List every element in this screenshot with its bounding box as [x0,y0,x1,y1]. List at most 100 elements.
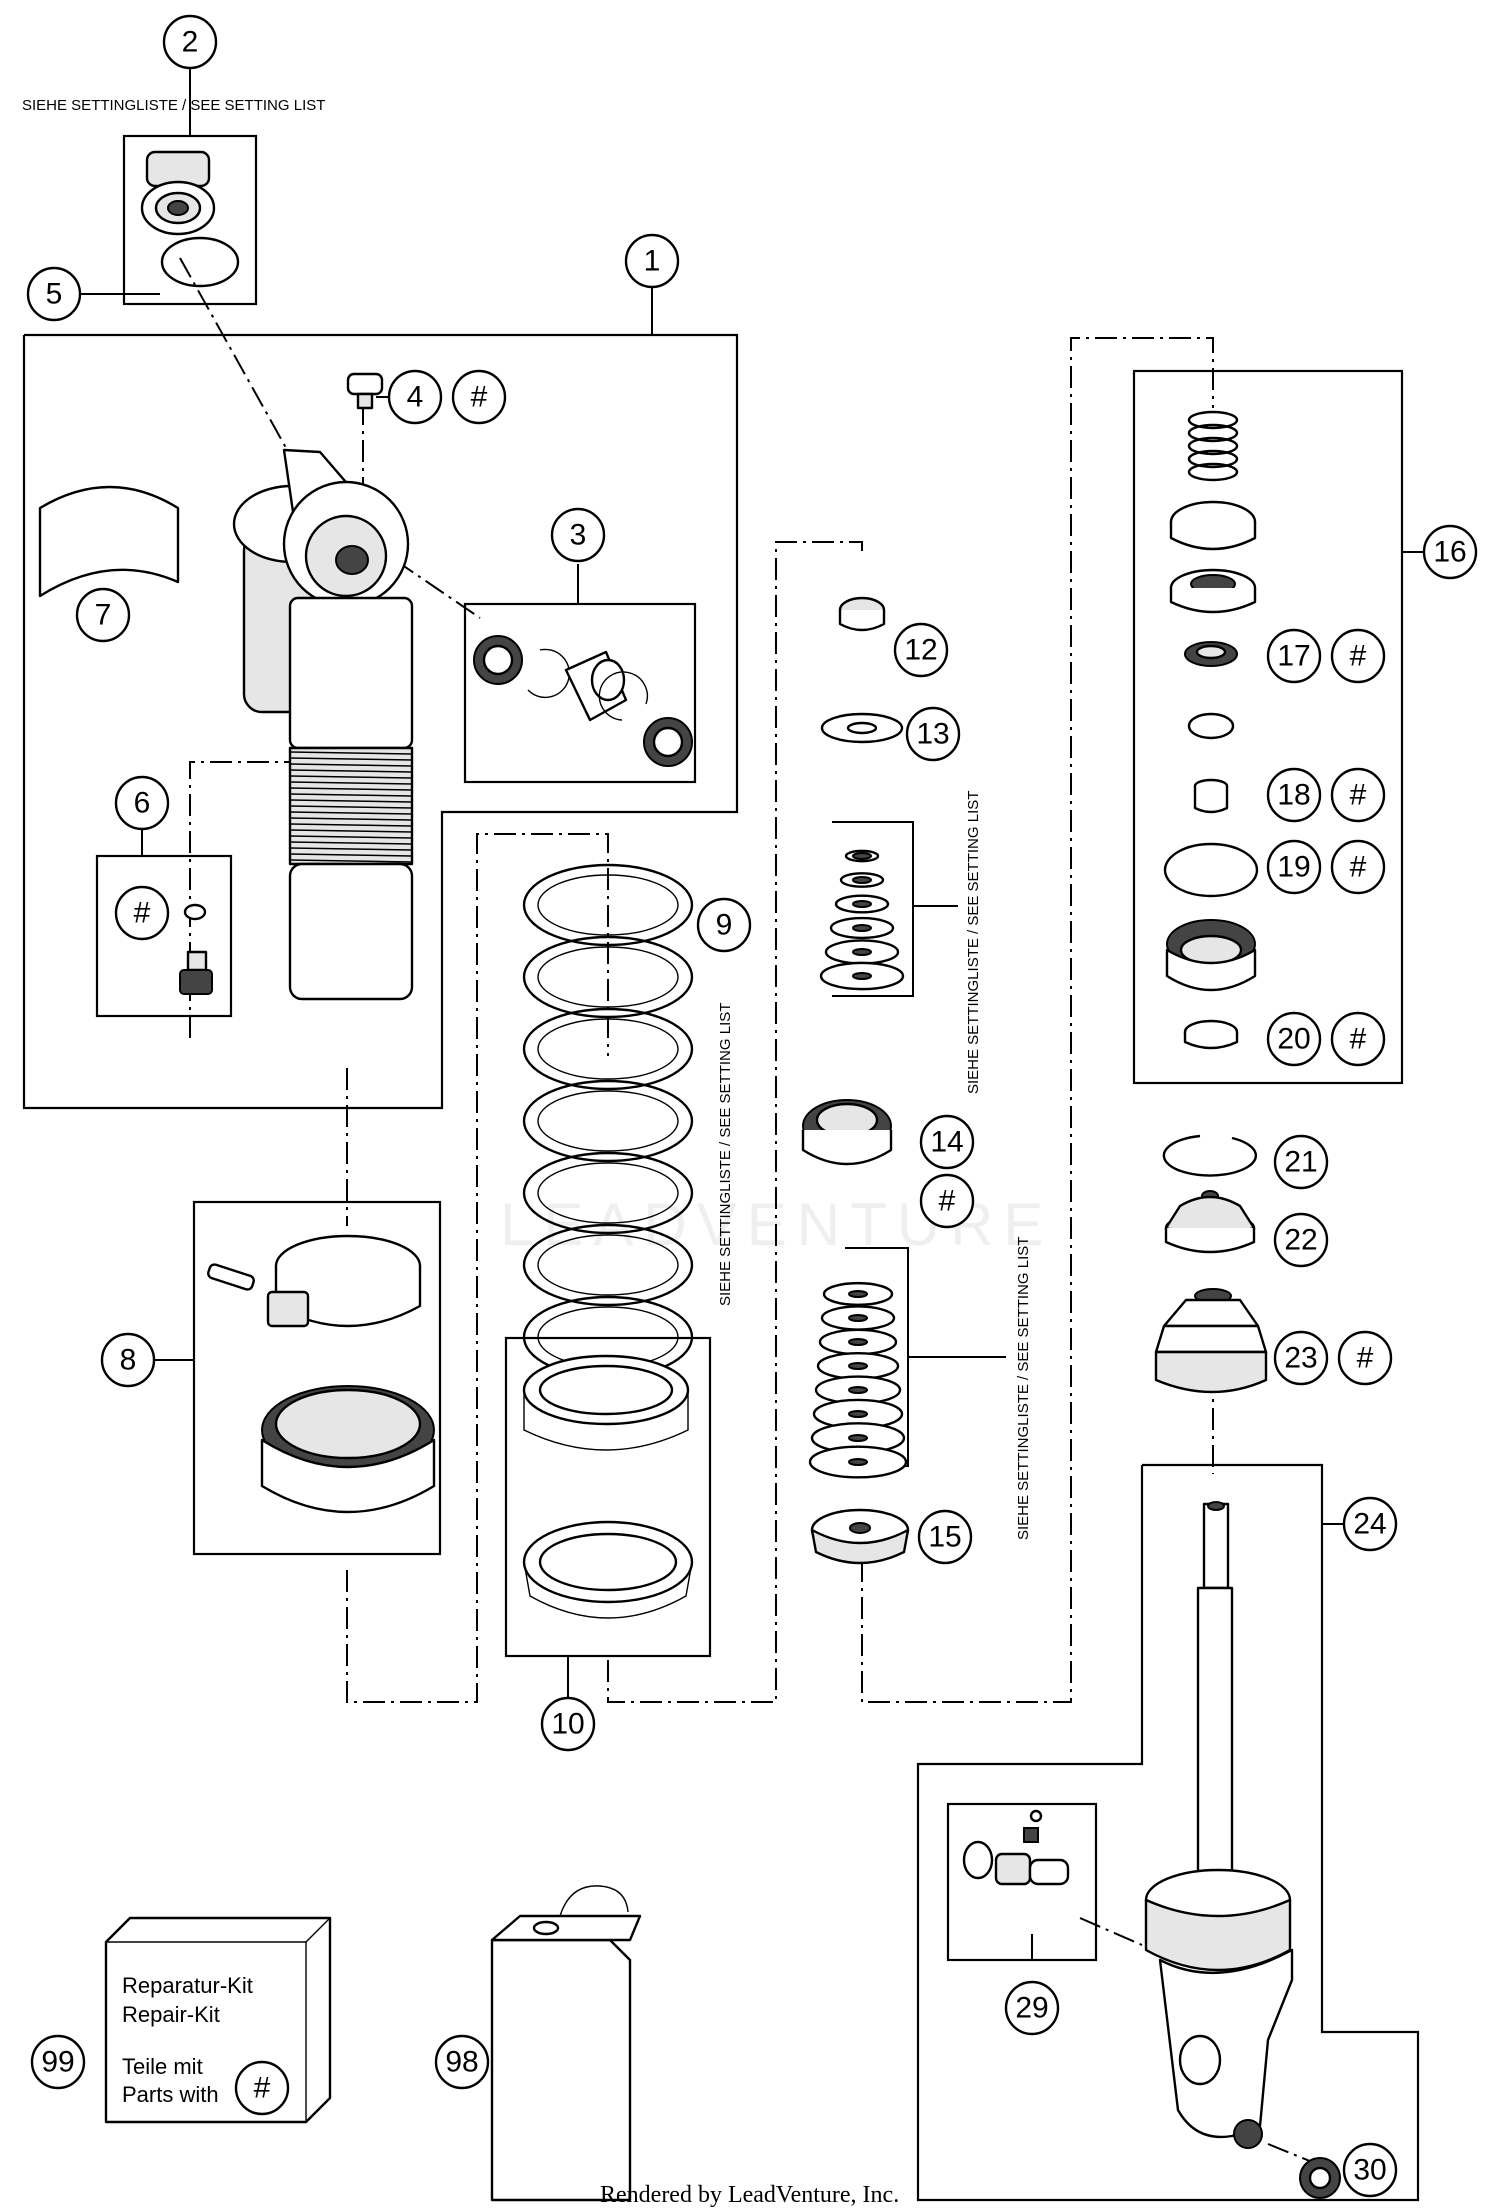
svg-text:30: 30 [1353,2154,1386,2187]
callout-19-hash: # [1330,839,1386,895]
svg-text:20: 20 [1277,1023,1310,1056]
callout-17: 17 [1266,628,1322,684]
svg-text:#: # [1350,779,1367,812]
callout-15: 15 [917,1509,973,1565]
svg-text:#: # [939,1185,956,1218]
svg-text:13: 13 [916,718,949,751]
svg-text:21: 21 [1284,1146,1317,1179]
callout-1: 1 [624,233,680,289]
part-o-ring-19 [1163,842,1259,898]
svg-text:#: # [1350,1023,1367,1056]
callout-8: 8 [100,1332,156,1388]
svg-text:#: # [254,2072,271,2105]
callout-20-hash: # [1330,1011,1386,1067]
svg-text:#: # [471,381,488,414]
callout-22: 22 [1273,1212,1329,1268]
part-preload-ring-8 [207,1234,436,1514]
part-o-ring-5 [160,236,240,288]
part-spring-9 [522,863,694,1379]
callout-21: 21 [1273,1134,1329,1190]
callout-9: 9 [696,897,752,953]
part-shaft-clevis-24 [1144,1501,1294,2149]
callout-30: 30 [1342,2142,1398,2198]
callout-7: 7 [75,587,131,643]
svg-text:15: 15 [928,1521,961,1554]
callout-6-hash: # [114,885,170,941]
callout-2: 2 [162,14,218,70]
part-sticker-7 [38,485,180,598]
assembly-lines [179,257,1323,2167]
callout-16: 16 [1422,524,1478,580]
svg-text:#: # [1350,851,1367,884]
part-bump-rubber-23 [1154,1288,1268,1394]
svg-text:1: 1 [644,245,661,278]
part-shim-stack-upper [819,849,905,991]
svg-text:6: 6 [134,787,151,820]
svg-text:14: 14 [930,1126,963,1159]
part-oil-can-98 [490,1885,642,2202]
part-shim-stack-lower [808,1281,908,1479]
callout-23: 23 [1273,1330,1329,1386]
kit-label-line3: Teile mit [122,2054,203,2079]
part-bearing-set-3 [473,635,693,767]
svg-text:16: 16 [1433,536,1466,569]
part-spring-seats-10 [522,1354,694,1619]
svg-text:2: 2 [182,26,199,59]
svg-text:9: 9 [716,909,733,942]
part-bushing-30 [1299,2157,1341,2199]
svg-text:17: 17 [1277,640,1310,673]
callout-18: 18 [1266,767,1322,823]
callout-5: 5 [26,266,82,322]
callout-20: 20 [1266,1011,1322,1067]
callout-4-hash: # [451,369,507,425]
part-seal-17 [1184,641,1238,667]
callout-98: 98 [434,2034,490,2090]
svg-text:3: 3 [570,519,587,552]
svg-text:22: 22 [1284,1224,1317,1257]
part-valve-29 [962,1809,1070,1886]
part-bleed-screw-6 [179,903,213,995]
svg-text:24: 24 [1353,1508,1386,1541]
kit-label-line2: Repair-Kit [122,2002,220,2027]
svg-text:#: # [1350,640,1367,673]
svg-text:8: 8 [120,1344,137,1377]
callout-4: 4 [387,369,443,425]
callout-6: 6 [114,775,170,831]
part-bushing-18 [1193,778,1229,814]
setting-note-shims-upper: SIEHE SETTINGLISTE / SEE SETTING LIST [965,791,982,1094]
repair-kit-box: Reparatur-Kit Repair-Kit Teile mit Parts… [104,1916,332,2124]
callout-17-hash: # [1330,628,1386,684]
svg-text:5: 5 [46,278,63,311]
callout-14: 14 [919,1114,975,1170]
group-frames [22,134,1420,2202]
part-washer-20 [1183,1019,1239,1050]
part-washer-15 [810,1508,910,1565]
part-piston-14 [801,1099,893,1166]
svg-text:19: 19 [1277,851,1310,884]
svg-text:7: 7 [95,599,112,632]
part-spring-16 [1187,410,1239,482]
part-seal-cap-16 [1165,919,1257,992]
callout-24: 24 [1342,1496,1398,1552]
part-circlip-21 [1162,1134,1258,1177]
svg-text:98: 98 [445,2046,478,2079]
svg-text:10: 10 [551,1708,584,1741]
callout-13: 13 [905,706,961,762]
callout-3: 3 [550,507,606,563]
part-shock-body-1 [232,448,414,1001]
svg-text:99: 99 [41,2046,74,2079]
callout-14-hash: # [919,1173,975,1229]
svg-text:18: 18 [1277,779,1310,812]
callout-23-hash: # [1337,1330,1393,1386]
part-ring-17b [1187,712,1235,740]
part-seal-head-16 [1169,500,1257,614]
part-bump-cap-22 [1164,1190,1256,1254]
part-nut-12 [838,596,886,632]
part-adjuster-2 [140,150,216,236]
setting-note-spring: SIEHE SETTINGLISTE / SEE SETTING LIST [717,1003,734,1306]
callout-19: 19 [1266,839,1322,895]
callout-99: 99 [30,2034,86,2090]
kit-label-line4: Parts with [122,2082,219,2107]
part-washer-13 [820,712,904,744]
svg-text:29: 29 [1015,1992,1048,2025]
